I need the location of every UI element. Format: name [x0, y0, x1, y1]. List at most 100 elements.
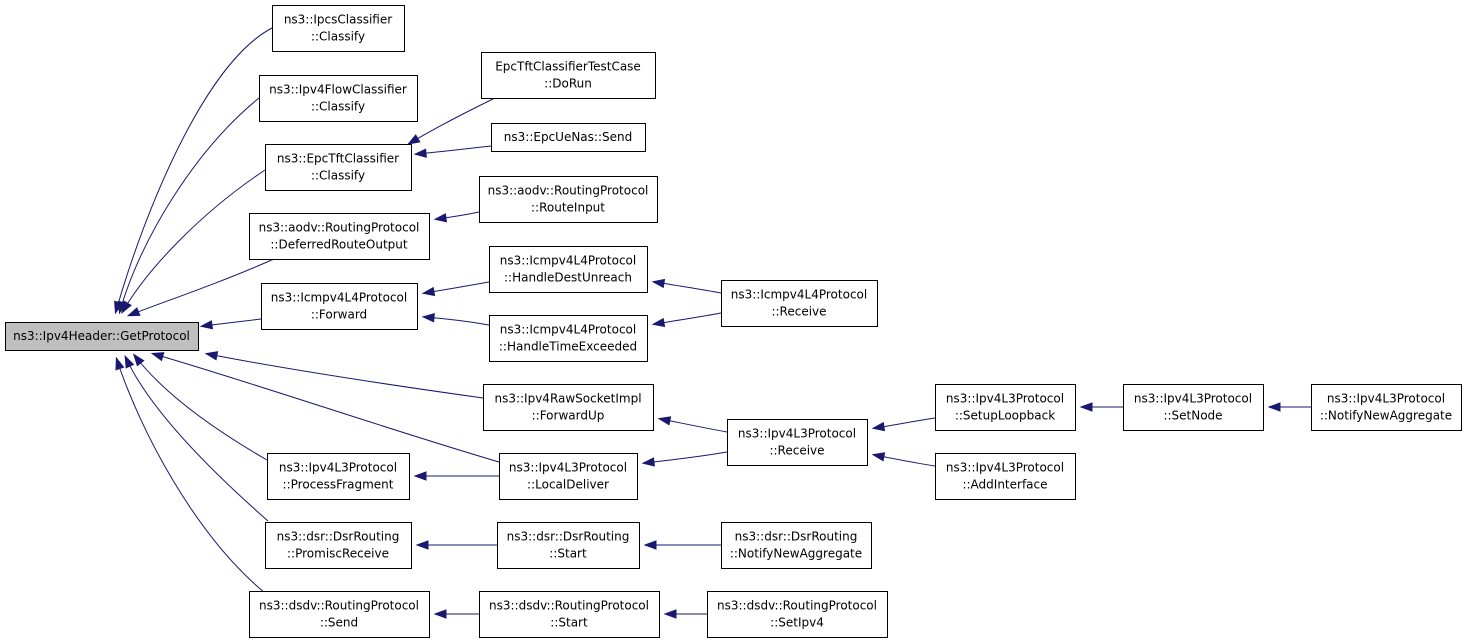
edge-l3recv-to-l3local [641, 451, 728, 467]
node-l3setnode[interactable]: ns3::Ipv4L3Protocol::SetNode [1123, 384, 1264, 431]
node-label: ns3::dsr::DsrRouting [277, 530, 400, 544]
edge-icmpfwd-to-root [199, 318, 262, 330]
node-l3addif[interactable]: ns3::Ipv4L3Protocol::AddInterface [935, 453, 1076, 500]
edge-line [660, 418, 728, 433]
node-method-label: ::NotifyNewAggregate [1320, 409, 1452, 423]
node-l3nna[interactable]: ns3::Ipv4L3Protocol::NotifyNewAggregate [1311, 384, 1462, 431]
node-method-label: ::NotifyNewAggregate [730, 547, 862, 561]
node-method-label: ::Start [550, 616, 588, 630]
edge-arrowhead [663, 609, 677, 619]
node-method-label: ::PromiscReceive [287, 547, 389, 561]
node-label: ns3::dsr::DsrRouting [735, 530, 858, 544]
node-l3loop[interactable]: ns3::Ipv4L3Protocol::SetupLoopback [935, 384, 1076, 431]
node-uenas[interactable]: ns3::EpcUeNas::Send [491, 123, 646, 152]
node-box [249, 591, 430, 638]
edge-l3addif-to-l3recv [871, 452, 936, 467]
edge-arrowhead [199, 320, 214, 330]
node-root[interactable]: ns3::Ipv4Header::GetProtocol [5, 322, 199, 351]
edge-line [125, 357, 269, 522]
node-box [265, 522, 412, 569]
node-dsrstart[interactable]: ns3::dsr::DsrRouting::Start [497, 522, 640, 569]
node-method-label: ::DeferredRouteOutput [270, 238, 408, 252]
node-box [259, 75, 418, 122]
edge-flow-to-root [118, 97, 260, 315]
node-box [727, 419, 868, 466]
node-dsdvstart[interactable]: ns3::dsdv::RoutingProtocol::Start [479, 591, 660, 638]
node-box [721, 522, 872, 569]
node-icmpfwd[interactable]: ns3::Icmpv4L4Protocol::Forward [261, 283, 418, 330]
node-method-label: ::Classify [311, 100, 365, 114]
node-flow[interactable]: ns3::Ipv4FlowClassifier::Classify [259, 75, 418, 122]
edge-aodvdef-to-root [126, 258, 275, 317]
node-aodvri[interactable]: ns3::aodv::RoutingProtocol::RouteInput [479, 176, 658, 223]
edge-arrowhead [407, 134, 421, 145]
node-method-label: ::ProcessFragment [283, 478, 394, 492]
edge-arrowhead [643, 540, 657, 550]
node-method-label: ::Receive [769, 444, 824, 458]
node-ipcs[interactable]: ns3::IpcsClassifier::Classify [272, 5, 405, 52]
edge-epctft-to-root [121, 169, 266, 314]
edge-dsrnna-to-dsrstart [643, 540, 722, 550]
edge-line [416, 145, 492, 155]
edge-arrowhead [651, 278, 666, 289]
node-method-label: ::HandleDestUnreach [504, 271, 632, 285]
node-label: ns3::Ipv4L3Protocol [738, 427, 856, 441]
edge-icmphdu-to-icmpfwd [421, 281, 490, 297]
node-rawfwd[interactable]: ns3::Ipv4RawSocketImpl::ForwardUp [483, 384, 654, 431]
node-icmphdu[interactable]: ns3::Icmpv4L4Protocol::HandleDestUnreach [489, 246, 648, 293]
node-box [935, 453, 1076, 500]
edge-dsrstart-to-dsrprom [415, 540, 498, 550]
edge-icmprecv-to-icmphdu [651, 278, 722, 294]
edge-layer [114, 27, 1312, 619]
node-dsdvsend[interactable]: ns3::dsdv::RoutingProtocol::Send [249, 591, 430, 638]
node-l3frag[interactable]: ns3::Ipv4L3Protocol::ProcessFragment [267, 453, 410, 500]
node-label: ns3::Ipv4L3Protocol [1134, 392, 1252, 406]
node-dsrprom[interactable]: ns3::dsr::DsrRouting::PromiscReceive [265, 522, 412, 569]
node-aodvdef[interactable]: ns3::aodv::RoutingProtocol::DeferredRout… [249, 213, 430, 260]
node-dsrnna[interactable]: ns3::dsr::DsrRouting::NotifyNewAggregate [721, 522, 872, 569]
edge-line [134, 355, 268, 461]
node-dsdvipv4[interactable]: ns3::dsdv::RoutingProtocol::SetIpv4 [707, 591, 888, 638]
node-label: ns3::Ipv4Header::GetProtocol [13, 329, 190, 343]
node-box [272, 5, 405, 52]
node-box [483, 384, 654, 431]
edge-icmphte-to-icmpfwd [421, 313, 490, 326]
edge-arrowhead [413, 148, 427, 158]
node-box [479, 176, 658, 223]
node-label: ns3::Icmpv4L4Protocol [271, 291, 407, 305]
node-label: ns3::Ipv4L3Protocol [279, 461, 397, 475]
node-method-label: ::LocalDeliver [527, 478, 609, 492]
edge-line [122, 169, 266, 312]
node-label: ns3::aodv::RoutingProtocol [259, 221, 420, 235]
node-epctest[interactable]: EpcTftClassifierTestCase::DoRun [481, 52, 656, 99]
edge-icmprecv-to-icmphte [651, 312, 722, 328]
edge-line [153, 353, 500, 463]
node-l3recv[interactable]: ns3::Ipv4L3Protocol::Receive [727, 419, 868, 466]
edge-arrowhead [641, 457, 655, 467]
edge-arrowhead [124, 354, 135, 369]
node-epctft[interactable]: ns3::EpcTftClassifier::Classify [265, 144, 412, 191]
node-label: ns3::Ipv4L3Protocol [1327, 392, 1445, 406]
edge-arrowhead [132, 353, 145, 367]
edge-line [116, 359, 266, 594]
edge-arrowhead [1079, 402, 1093, 412]
edge-l3frag-to-root [132, 353, 268, 461]
edge-dsdvipv4-to-dsdvstart [663, 609, 708, 619]
node-method-label: ::Start [549, 547, 587, 561]
edge-arrowhead [421, 286, 436, 297]
node-box [489, 315, 648, 362]
node-box [479, 591, 660, 638]
edge-l3loop-to-l3recv [871, 417, 936, 432]
node-label: ns3::aodv::RoutingProtocol [488, 184, 649, 198]
node-box [491, 123, 646, 152]
edge-epctest-to-epctft [407, 97, 496, 145]
node-box [261, 283, 418, 330]
node-l3local[interactable]: ns3::Ipv4L3Protocol::LocalDeliver [499, 453, 638, 500]
edge-line [654, 312, 722, 325]
node-icmphte[interactable]: ns3::Icmpv4L4Protocol::HandleTimeExceede… [489, 315, 648, 362]
node-method-label: ::HandleTimeExceeded [499, 340, 637, 354]
edge-arrowhead [1267, 402, 1281, 412]
edge-arrowhead [121, 300, 132, 314]
node-icmprecv[interactable]: ns3::Icmpv4L4Protocol::Receive [721, 280, 878, 327]
